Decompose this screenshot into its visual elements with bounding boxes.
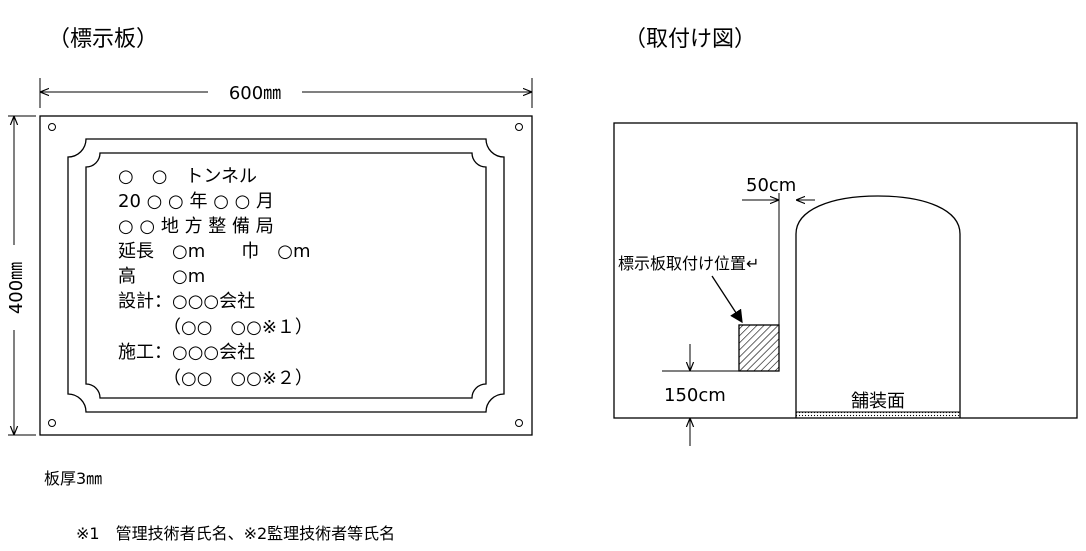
- mounting-height-label: 150cm: [664, 385, 726, 406]
- width-label: 600㎜: [229, 83, 281, 104]
- offset-label: 50cm: [746, 175, 796, 196]
- height-dimension-150: 150cm: [662, 344, 739, 446]
- plate-line-construction-engineer: （○○ ○○※２）: [118, 368, 313, 389]
- plate-line-bureau: ○ ○ 地 方 整 備 局: [118, 216, 274, 237]
- mounted-sign-plate: [738, 324, 780, 372]
- plate-line-design: 設計：○○○会社: [118, 291, 255, 312]
- plate-line-date: 20 ○ ○ 年 ○ ○ 月: [118, 191, 274, 212]
- plate-line-construction: 施工：○○○会社: [118, 342, 255, 363]
- screw-hole-icon: [515, 123, 523, 131]
- plate-thickness-note: 板厚3㎜: [44, 469, 102, 488]
- plate-line-design-engineer: （○○ ○○※１）: [118, 317, 313, 338]
- plate-text: ○ ○ トンネル 20 ○ ○ 年 ○ ○ 月 ○ ○ 地 方 整 備 局 延長…: [118, 166, 313, 389]
- footnote: ※1 管理技術者氏名、※2監理技術者等氏名: [76, 524, 395, 543]
- outer-decorative-frame: [67, 138, 505, 413]
- mounting-section-title: （取付け図）: [624, 27, 756, 52]
- plate-line-length-width: 延長 ○m 巾 ○m: [118, 241, 310, 262]
- pavement-label: 舗装面: [851, 391, 905, 412]
- offset-dimension: 50cm: [742, 175, 815, 325]
- screw-hole-icon: [515, 419, 523, 427]
- height-label: 400㎜: [6, 262, 27, 314]
- tunnel-portal: [795, 195, 961, 418]
- pavement-surface: [795, 411, 961, 419]
- plate-section-title: （標示板）: [48, 27, 158, 52]
- pointer-arrow-icon: [711, 275, 743, 324]
- width-dimension: 600㎜: [39, 78, 533, 108]
- inner-decorative-frame: [85, 152, 487, 399]
- screw-hole-icon: [48, 419, 56, 427]
- plate-line-height: 高 ○m: [118, 266, 205, 287]
- height-dimension: 400㎜: [6, 115, 36, 436]
- plate-line-tunnel: ○ ○ トンネル: [118, 166, 257, 187]
- mounting-position-label: 標示板取付け位置↵: [618, 254, 759, 273]
- screw-hole-icon: [48, 123, 56, 131]
- sign-plate: [39, 115, 533, 436]
- screw-holes: [48, 123, 523, 427]
